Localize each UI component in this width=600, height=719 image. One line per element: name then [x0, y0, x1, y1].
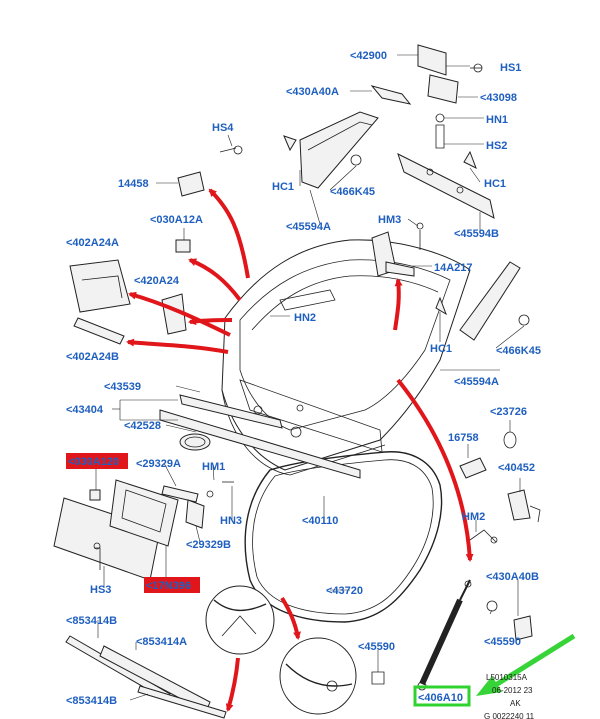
left-spoiler-bracket	[283, 111, 379, 189]
label-hn3: HN3	[220, 515, 242, 527]
red-arrow-to-hinge-bracket	[208, 188, 250, 279]
ref-id: G 0022240 11	[484, 712, 535, 719]
label-466k45-left: <466K45	[330, 186, 375, 198]
label-23726: <23726	[490, 406, 527, 418]
red-arrows	[126, 188, 474, 712]
red-arrow-to-detail-bottom	[280, 596, 301, 640]
label-43720: <43720	[326, 585, 363, 597]
label-16758: 16758	[448, 432, 479, 444]
gas-strut-406a10	[371, 579, 498, 691]
cover-420a24	[161, 293, 187, 335]
label-40110: <40110	[302, 515, 338, 527]
label-45594a-bottom: <45594A	[454, 376, 499, 388]
label-hc1-right: HC1	[484, 178, 506, 190]
trim-402a24a	[69, 259, 131, 313]
label-hn2: HN2	[294, 312, 316, 324]
label-hc1-left: HC1	[272, 181, 294, 193]
label-hm2: HM2	[462, 511, 485, 523]
part-labels: <42900 HS1 <430A40A <43098 HN1 HS4 HS2 1…	[66, 50, 541, 707]
label-42528: <42528	[124, 420, 161, 432]
label-030a12a: <030A12A	[150, 214, 203, 226]
bracket-29329a	[161, 481, 234, 529]
ref-date: 06-2012 23	[492, 686, 533, 695]
pin-hm2	[469, 529, 498, 544]
red-arrow-to-molding	[225, 657, 240, 712]
lower-molding	[159, 394, 361, 479]
striker-40452	[507, 489, 541, 523]
ref-code: L5010315A	[486, 673, 528, 682]
label-45594a-top: <45594A	[286, 221, 331, 233]
label-402a24a: <402A24A	[66, 237, 119, 249]
green-pointer-arrow	[476, 633, 576, 696]
label-43539: <43539	[104, 381, 141, 393]
label-402a24b: <402A24B	[66, 351, 119, 363]
label-hm1: HM1	[202, 461, 225, 473]
license-plate-bracket	[53, 479, 179, 581]
red-arrow-to-strut	[396, 378, 474, 562]
label-14458: 14458	[118, 178, 149, 190]
molding-strip-853414b-bottom	[137, 685, 227, 719]
label-853414a: <853414A	[136, 636, 187, 648]
label-14a217: 14A217	[434, 262, 473, 274]
highlight-box-406a10	[413, 685, 471, 707]
leader-lines	[95, 54, 525, 701]
bracket-430a40b	[513, 615, 533, 641]
seal-detail-bottom	[279, 637, 357, 715]
seal-detail-top	[205, 585, 275, 655]
ref-rev: AK	[510, 699, 521, 708]
label-42900: <42900	[350, 50, 387, 62]
label-030a120: <030A120	[68, 456, 119, 468]
red-arrow-to-cover	[188, 317, 233, 326]
label-hs1: HS1	[500, 62, 521, 74]
label-420a24: <420A24	[134, 275, 180, 287]
label-40452: <40452	[498, 462, 535, 474]
label-45590-right: <45590	[484, 636, 521, 648]
weatherstrip-seal	[244, 451, 443, 623]
label-45590-left: <45590	[358, 641, 395, 653]
label-853414b-bottom: <853414B	[66, 695, 117, 707]
label-45594b: <45594B	[454, 228, 499, 240]
hinge-assembly	[370, 44, 483, 149]
bumper-030a12a	[175, 239, 191, 253]
label-466k45-right: <466K45	[496, 345, 541, 357]
spoiler-support-bracket	[371, 222, 424, 277]
red-arrow-to-trim-b	[126, 338, 229, 354]
hinge-bracket-14458	[177, 145, 243, 197]
label-430a40a: <430A40A	[286, 86, 339, 98]
label-29329b: <29329B	[186, 539, 231, 551]
highlight-box-17n396	[144, 577, 200, 593]
tailgate-panel	[221, 239, 471, 476]
strip-402a24b	[73, 317, 125, 345]
side-bracket-lower	[435, 261, 530, 341]
label-430a40b: <430A40B	[486, 571, 539, 583]
label-17n396: <17N396	[146, 580, 191, 592]
red-arrow-to-support	[393, 278, 403, 331]
label-853414b-top: <853414B	[66, 615, 117, 627]
reference-block: L5010315A 06-2012 23 AK G 0022240 11	[484, 673, 535, 719]
right-spoiler-bracket	[397, 150, 495, 219]
red-arrow-to-bumper	[188, 258, 242, 302]
label-406a10: <406A10	[418, 692, 463, 704]
label-hn1: HN1	[486, 114, 508, 126]
label-29329a: <29329A	[136, 458, 181, 470]
red-arrow-to-trim-a	[128, 291, 231, 337]
label-hm3: HM3	[378, 214, 401, 226]
label-43404: <43404	[66, 404, 104, 416]
label-hs4: HS4	[212, 122, 234, 134]
label-hc1-mid: HC1	[430, 343, 452, 355]
highlight-box-030a120	[66, 453, 128, 469]
label-hs3: HS3	[90, 584, 111, 596]
label-hs2: HS2	[486, 140, 507, 152]
label-43098: <43098	[480, 92, 517, 104]
